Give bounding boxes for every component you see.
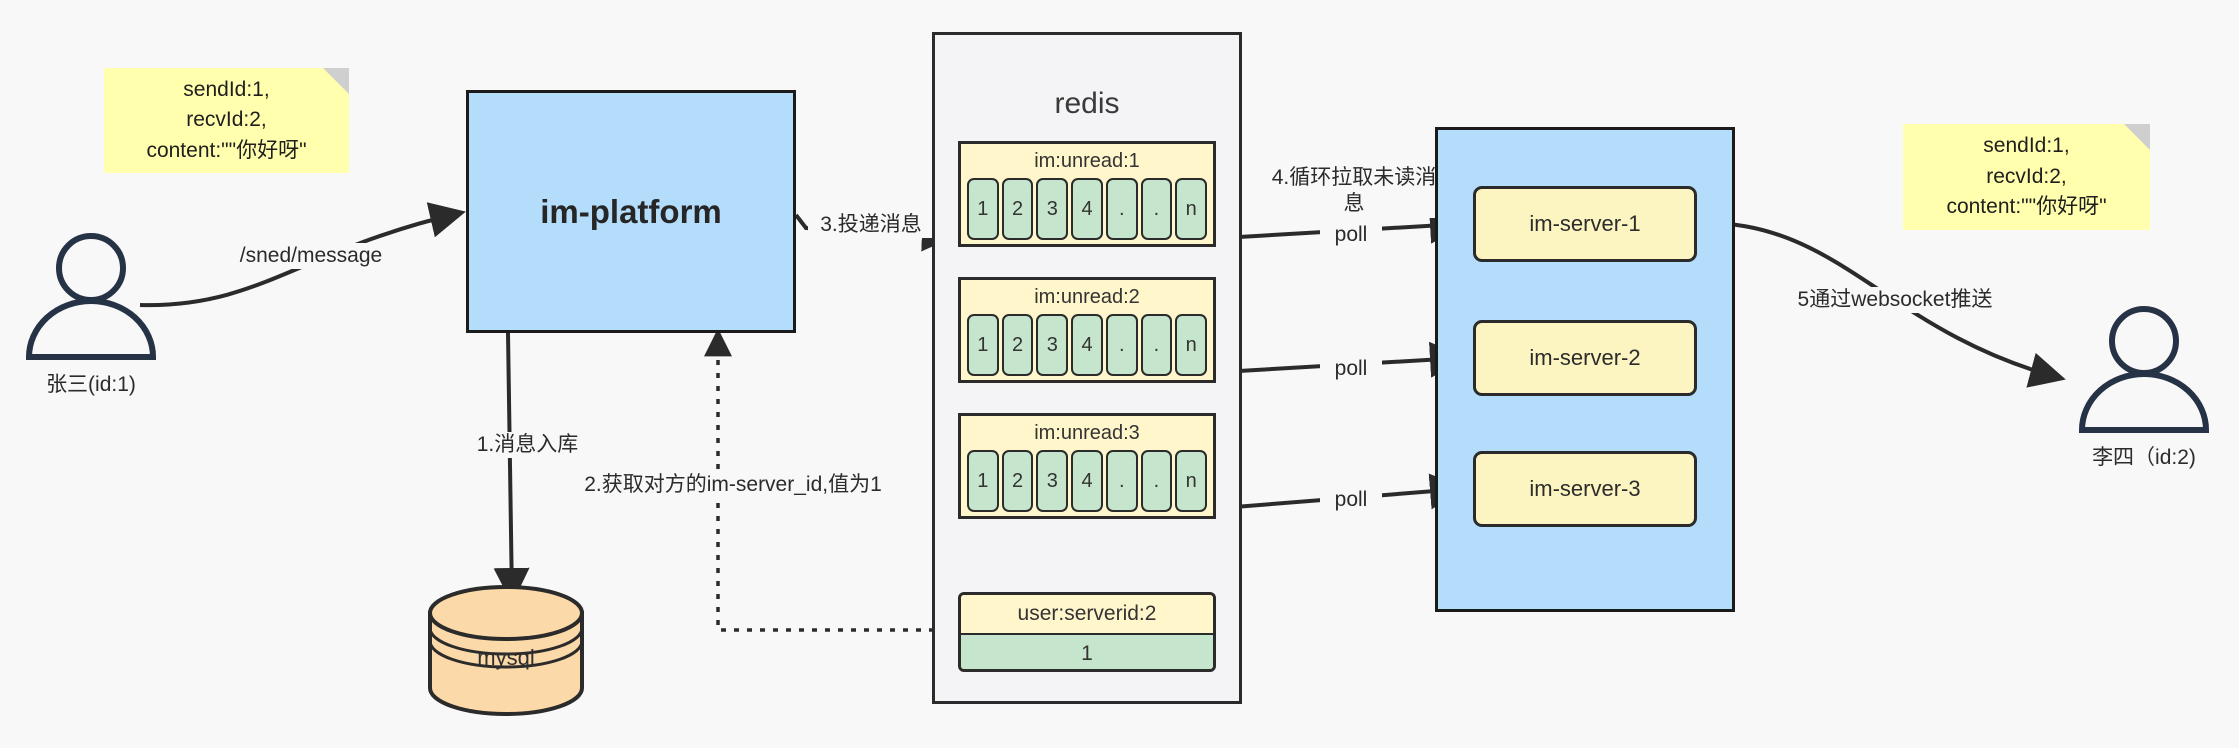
- list-cell: .: [1105, 450, 1138, 512]
- list-cell: 1: [967, 314, 999, 376]
- list-cell: 2: [1001, 450, 1034, 512]
- redis-list-im-unread-2[interactable]: im:unread:2 1 2 3 4 . . n: [958, 277, 1216, 383]
- edge-label-step5: 5通过websocket推送: [1786, 287, 2004, 314]
- edge-label-step4: 4.循环拉取未读消 息: [1256, 165, 1452, 218]
- sticky-note-left: sendId:1, recvId:2, content:""你好呀": [104, 68, 349, 173]
- note-fold-icon: [323, 68, 349, 94]
- list-cell: 1: [967, 178, 999, 240]
- im-server-2-node[interactable]: im-server-2: [1473, 320, 1697, 396]
- person-icon-sender: [25, 233, 157, 360]
- mysql-label: mysql: [477, 645, 535, 670]
- actor-label-receiver: 李四（id:2): [2092, 446, 2196, 469]
- list-cell: 2: [1001, 314, 1034, 376]
- list-cell: 1: [967, 450, 999, 512]
- sticky-note-right-text: sendId:1, recvId:2, content:""你好呀": [1946, 134, 2107, 219]
- list-cell: 3: [1036, 178, 1069, 240]
- redis-list-key: im:unread:2: [1034, 286, 1140, 308]
- edge-label-poll-2: poll: [1320, 356, 1382, 383]
- im-platform-node[interactable]: im-platform: [466, 90, 796, 333]
- im-platform-label: im-platform: [540, 192, 722, 230]
- im-server-3-node[interactable]: im-server-3: [1473, 451, 1697, 527]
- redis-list-key: im:unread:1: [1034, 150, 1140, 172]
- list-cell: 3: [1036, 314, 1069, 376]
- edge-label-poll-3: poll: [1320, 487, 1382, 514]
- redis-kv-key: user:serverid:2: [961, 595, 1213, 633]
- im-server-1-node[interactable]: im-server-1: [1473, 186, 1697, 262]
- list-cell: .: [1140, 314, 1173, 376]
- edge-label-step2: 2.获取对方的im-server_id,值为1: [570, 472, 896, 499]
- redis-title: redis: [1054, 87, 1120, 120]
- redis-list-im-unread-1[interactable]: im:unread:1 1 2 3 4 . . n: [958, 141, 1216, 247]
- list-cell: 4: [1071, 178, 1103, 240]
- list-cell: .: [1105, 178, 1138, 240]
- note-fold-icon: [2124, 124, 2150, 150]
- redis-list-cells: 1 2 3 4 . . n: [961, 314, 1213, 381]
- actor-label-sender: 张三(id:1): [46, 373, 136, 396]
- person-icon-receiver: [2078, 306, 2210, 433]
- edge-label-poll-1: poll: [1320, 222, 1382, 249]
- list-cell: 4: [1071, 450, 1103, 512]
- sticky-note-right: sendId:1, recvId:2, content:""你好呀": [1903, 124, 2150, 230]
- redis-kv-value: 1: [961, 633, 1213, 669]
- redis-list-key: im:unread:3: [1034, 422, 1140, 444]
- im-server-1-label: im-server-1: [1529, 211, 1641, 236]
- sticky-note-left-text: sendId:1, recvId:2, content:""你好呀": [146, 77, 307, 162]
- list-cell: .: [1140, 450, 1173, 512]
- edge-label-step1: 1.消息入库: [452, 432, 603, 459]
- list-cell: n: [1175, 314, 1208, 376]
- redis-list-cells: 1 2 3 4 . . n: [961, 178, 1213, 245]
- list-cell: .: [1105, 314, 1138, 376]
- list-cell: 2: [1001, 178, 1034, 240]
- mysql-node[interactable]: mysql: [430, 645, 582, 685]
- list-cell: 3: [1036, 450, 1069, 512]
- list-cell: n: [1175, 178, 1208, 240]
- im-server-2-label: im-server-2: [1529, 345, 1641, 370]
- list-cell: 4: [1071, 314, 1103, 376]
- redis-list-cells: 1 2 3 4 . . n: [961, 450, 1213, 517]
- list-cell: n: [1175, 450, 1208, 512]
- edge-label-step3: 3.投递消息: [808, 212, 934, 239]
- edge-label-send-message: /sned/message: [228, 243, 394, 270]
- list-cell: .: [1140, 178, 1173, 240]
- redis-list-im-unread-3[interactable]: im:unread:3 1 2 3 4 . . n: [958, 413, 1216, 519]
- im-server-3-label: im-server-3: [1529, 476, 1641, 501]
- redis-kv-user-serverid[interactable]: user:serverid:2 1: [958, 592, 1216, 672]
